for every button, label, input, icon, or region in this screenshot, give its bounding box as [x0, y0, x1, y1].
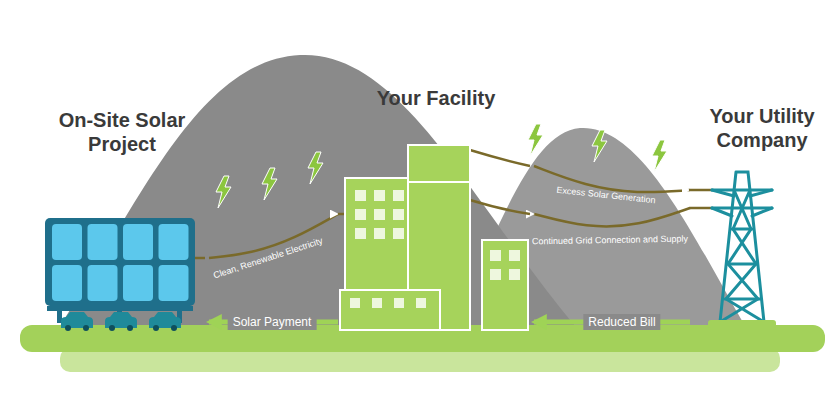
edge-label: Continued Grid Connection and Supply [532, 234, 688, 247]
building-drawing [338, 86, 530, 330]
edge-label: Reduced Bill [583, 314, 660, 330]
utility-node: Your Utility Company [690, 104, 834, 330]
solar-panel-node: On-Site Solar Project [35, 108, 209, 330]
edge-label: Clean, Renewable Electricity [212, 236, 324, 281]
power-line [534, 208, 690, 226]
edge-label: Excess Solar Generation [556, 185, 656, 205]
node-heading: Your Utility Company [690, 104, 834, 152]
edge-label: Solar Payment [228, 314, 317, 330]
node-heading: On-Site Solar Project [35, 108, 209, 156]
node-heading: Your Facility [338, 86, 534, 110]
facility-node: Your Facility [338, 86, 534, 330]
